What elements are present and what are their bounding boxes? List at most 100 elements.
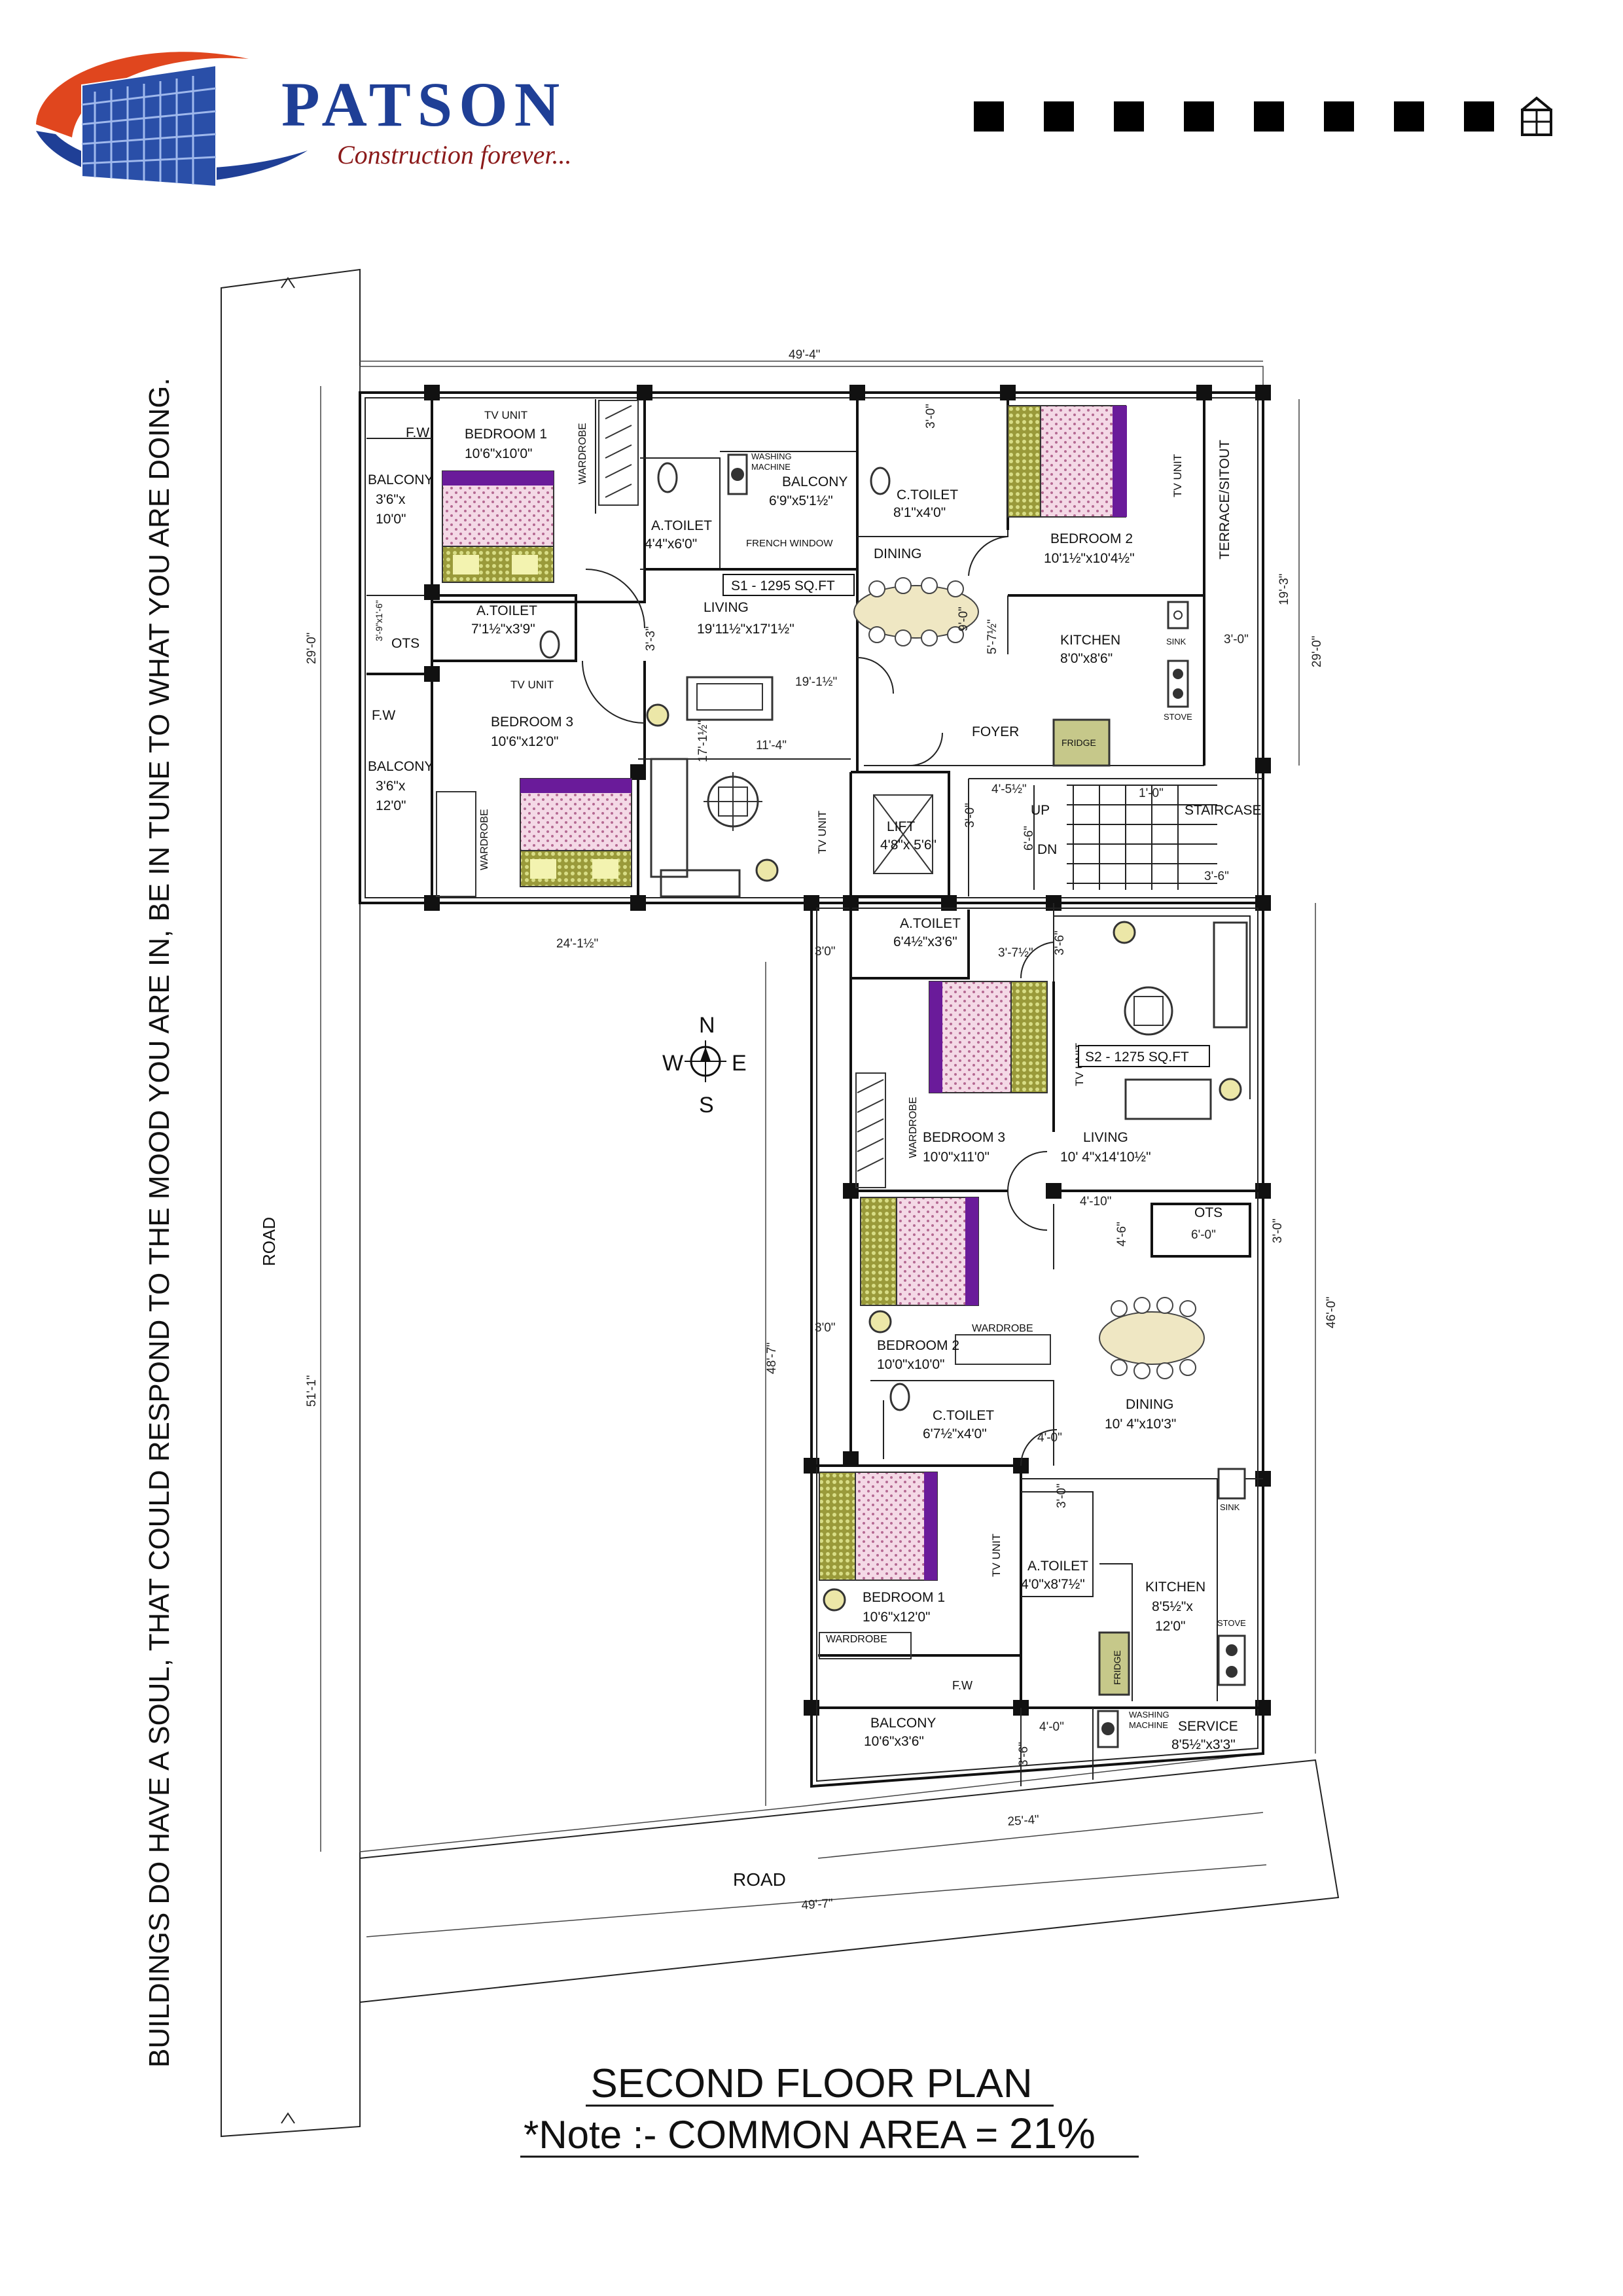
header-marker-square: [1184, 101, 1214, 132]
s2-atoilet1-dim: 6'4½"x3'6": [893, 934, 957, 949]
washing-machine-icon: [1097, 1710, 1119, 1748]
washing-machine-icon: [727, 453, 748, 495]
vertical-quote: BUILDINGS DO HAVE A SOUL, THAT COULD RES…: [143, 378, 175, 2068]
brand-name: PATSON: [281, 69, 566, 139]
s1-balcony-a-title: BALCONY: [368, 472, 433, 487]
s2-ctoilet-dim: 6'7½"x4'0": [923, 1426, 987, 1441]
bed-icon: [442, 470, 554, 583]
s2-dim-30d: 3'-0": [1055, 1483, 1069, 1508]
dim-mid-vertical: 48'-7": [765, 1343, 779, 1374]
s1-balcony-a-dim2: 10'0": [376, 512, 406, 527]
s1-fw-mid: F.W: [372, 708, 395, 723]
bed-icon: [819, 1472, 938, 1581]
bed-icon: [520, 778, 632, 887]
s1-up: UP: [1031, 803, 1050, 818]
s2-fw: F.W: [952, 1679, 972, 1692]
s1-dim-d4: 11'-4": [756, 739, 787, 752]
bed-icon: [929, 981, 1048, 1093]
logo-building-icon: [81, 64, 217, 188]
dim-bottom: 49'-7": [801, 1897, 834, 1913]
bed-icon: [1007, 405, 1127, 518]
column-marker: [1000, 385, 1016, 400]
s2-sink: SINK: [1220, 1502, 1240, 1512]
s2-dim-46: 4'-6": [1115, 1222, 1129, 1246]
dim-right-lower: 46'-0": [1325, 1297, 1338, 1328]
s1-tv-unit-2: TV UNIT: [1171, 454, 1184, 497]
s1-ctoilet-dim: 8'1"x4'0": [893, 505, 946, 520]
header-marker-square: [1114, 101, 1144, 132]
unit-s2-walls: [810, 902, 1264, 1788]
s2-atoilet1-title: A.TOILET: [900, 916, 961, 931]
s1-tv-unit-3: TV UNIT: [510, 679, 554, 691]
s1-foyer: FOYER: [972, 724, 1019, 739]
dim-top: 49'-4": [789, 348, 820, 362]
s1-dim-d14: 3'-0": [963, 803, 977, 828]
common-area-note: *Note :- COMMON AREA = 21%: [524, 2109, 1096, 2157]
s1-wardrobe-3: WARDROBE: [479, 809, 490, 870]
s1-lift-title: LIFT: [887, 819, 915, 834]
svg-text:S1 - 1295 SQ.FT: S1 - 1295 SQ.FT: [731, 578, 835, 593]
road-west-label: ROAD: [259, 1217, 279, 1266]
dim-bottom-inner: 25'-4": [1007, 1813, 1040, 1829]
s2-dim-30c: 3'0": [815, 1321, 836, 1335]
s1-dim-d9: 6'-6": [1022, 826, 1036, 851]
s1-balcony-b-title: BALCONY: [368, 759, 433, 774]
dining-table-icon: [1099, 1297, 1205, 1379]
s1-bedroom1-dim: 10'6"x10'0": [465, 446, 533, 461]
s1-dim-d12: 19'-3": [1277, 574, 1291, 605]
lamp-icon: [646, 703, 779, 882]
header-marker-square: [1254, 101, 1284, 132]
s2-bedroom3-dim: 10'0"x11'0": [923, 1150, 990, 1165]
unit-s1-labels: F.W BALCONY 3'6"x 10'0" TV UNIT BEDROOM …: [368, 404, 1291, 883]
s2-dim-36: 3'-6": [1053, 930, 1067, 955]
toilet-icon: [889, 1383, 910, 1411]
s1-dim-d2: 3'-3": [644, 626, 658, 651]
s2-wardrobe-c: WARDROBE: [826, 1634, 887, 1645]
column-marker: [1196, 385, 1212, 400]
site-outline: 49'-4" 51'-1" 49'-7" 25'-4" 24'-1½" 29'-…: [305, 348, 1338, 1937]
svg-text:S2 - 1275 SQ.FT: S2 - 1275 SQ.FT: [1085, 1050, 1189, 1065]
stove-icon: [1167, 660, 1189, 708]
column-marker: [630, 764, 646, 780]
s2-service-title: SERVICE: [1178, 1719, 1238, 1734]
coffee-table-icon: [704, 772, 762, 831]
s1-dim-d13: 3'-0": [1224, 633, 1249, 646]
coffee-table-icon: [1124, 986, 1173, 1036]
s1-dim-d11: 3'-6": [1204, 870, 1229, 883]
s2-balcony-dim: 10'6"x3'6": [864, 1734, 924, 1749]
s1-washing-1: WASHING: [751, 451, 792, 461]
s2-atoilet2-title: A.TOILET: [1027, 1559, 1088, 1574]
road-south: ROAD: [359, 1759, 1340, 2004]
lamp-icon: [823, 921, 1242, 1612]
s1-ctoilet-title: C.TOILET: [897, 487, 958, 503]
column-marker: [630, 895, 646, 911]
s1-bedroom3-title: BEDROOM 3: [491, 715, 573, 730]
dim-right-upper: 29'-0": [1310, 636, 1324, 667]
s2-dim-small: 3'-7½": [998, 946, 1033, 960]
plan-title: SECOND FLOOR PLAN: [590, 2061, 1032, 2106]
s1-atoilet1-dim: 4'4"x6'0": [645, 537, 697, 552]
s1-lift-dim: 4'8"x 5'6": [880, 838, 936, 853]
s2-living-dim: 10' 4"x14'10½": [1060, 1150, 1151, 1165]
s1-balcony-b-dim1: 3'6"x: [376, 779, 406, 794]
s1-bedroom3-dim: 10'6"x12'0": [491, 734, 559, 749]
s2-dim-40: 4'-0": [1037, 1431, 1062, 1445]
s1-balcony-b-dim2: 12'0": [376, 798, 406, 813]
s1-balcony-c-dim: 6'9"x5'1½": [769, 493, 833, 508]
sofa-icon: [686, 676, 774, 721]
s1-bedroom1-title: BEDROOM 1: [465, 427, 547, 442]
s1-dim-d7: 5'-7½": [986, 619, 999, 654]
dim-left-upper: 29'-0": [305, 633, 319, 664]
dim-left: 51'-1": [305, 1375, 319, 1407]
unit-s2-labels: A.TOILET 6'4½"x3'6" 3'-7½" 3'-6" 3'0" BE…: [815, 916, 1285, 1767]
header-marker-square: [1044, 101, 1074, 132]
column-marker: [424, 666, 440, 682]
s1-atoilet2-title: A.TOILET: [476, 603, 537, 618]
compass-s: S: [699, 1093, 714, 1118]
header-markers: [974, 101, 1494, 132]
column-marker: [424, 584, 440, 600]
wardrobe-icon: [436, 400, 639, 897]
s1-dining: DINING: [874, 546, 922, 561]
armchair-icon: [650, 758, 741, 898]
column-marker: [1255, 758, 1271, 773]
